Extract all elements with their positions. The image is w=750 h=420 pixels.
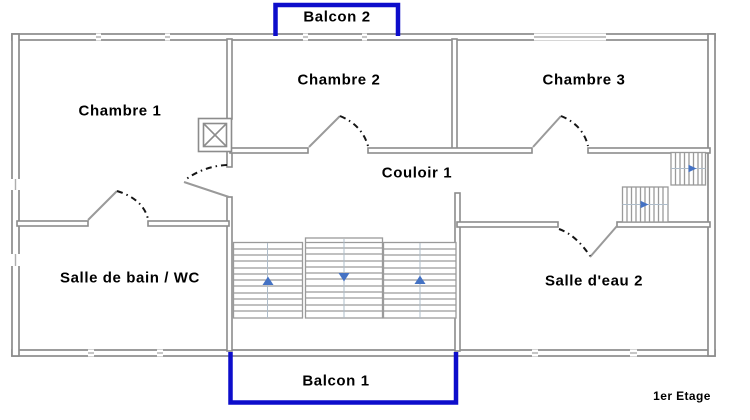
door-leaf-chambre-3 xyxy=(532,115,562,148)
room-label-chambre-1: Chambre 1 xyxy=(78,102,162,120)
door-leaf-salle-eau-2 xyxy=(589,225,618,258)
balcony-1-outline xyxy=(228,352,459,405)
stair-down-arrow-icon xyxy=(338,273,350,282)
stair-right-arrow-icon xyxy=(688,164,697,173)
balcony-2-outline xyxy=(273,2,401,36)
door-arcs xyxy=(116,115,591,257)
door-leaf-chambre-2 xyxy=(308,115,341,148)
stair-up-arrow-icon xyxy=(414,275,426,284)
balconies xyxy=(228,2,459,405)
balcony-label-balcon-2: Balcon 2 xyxy=(303,8,371,26)
upper-staircase-arrows xyxy=(640,164,697,209)
room-label-chambre-2: Chambre 2 xyxy=(297,71,381,89)
upper-staircase xyxy=(621,151,707,223)
room-label-salle-de-bain: Salle de bain / WC xyxy=(60,269,200,287)
balcony-label-balcon-1: Balcon 1 xyxy=(302,372,370,390)
stair-up-arrow-icon xyxy=(262,276,274,285)
door-leaves xyxy=(87,115,618,258)
room-label-couloir-1: Couloir 1 xyxy=(381,164,453,182)
door-leaf-chambre-1 xyxy=(183,181,230,198)
main-staircase xyxy=(232,237,457,319)
door-leaf-salle-de-bain xyxy=(87,190,118,221)
stair-right-arrow-icon xyxy=(640,200,649,209)
room-label-salle-eau-2: Salle d'eau 2 xyxy=(544,272,644,290)
duct-box xyxy=(197,117,233,153)
floor-label: 1er Etage xyxy=(653,389,711,403)
main-staircase-arrows xyxy=(262,273,426,285)
windows xyxy=(11,33,637,357)
room-label-chambre-3: Chambre 3 xyxy=(542,71,626,89)
